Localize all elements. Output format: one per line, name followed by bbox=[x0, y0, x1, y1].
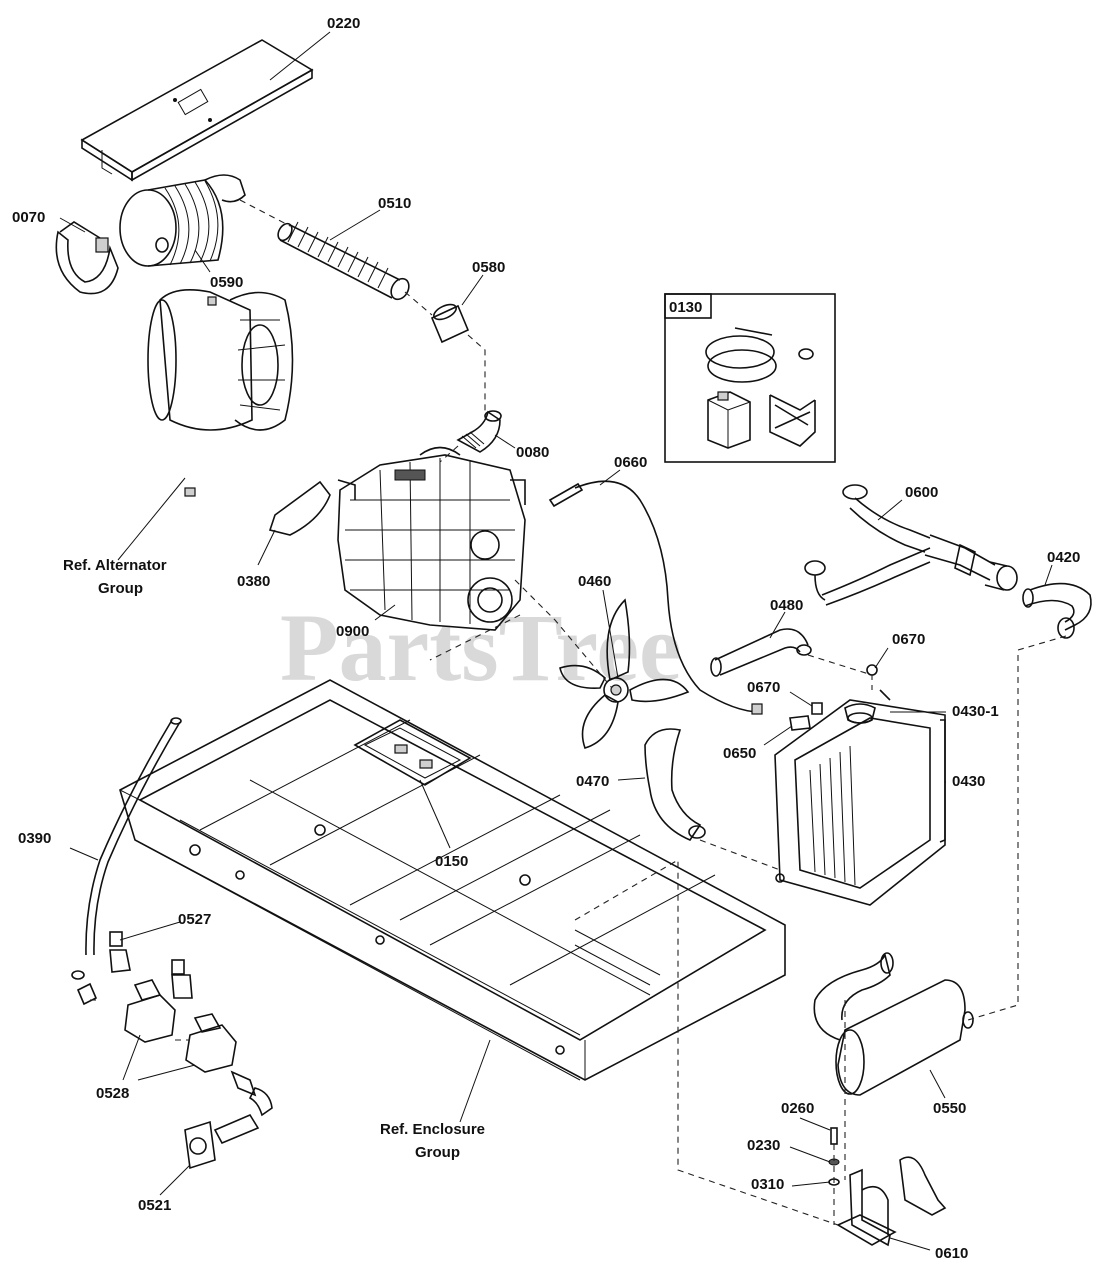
label-0610: 0610 bbox=[935, 1245, 968, 1262]
label-0670-lower: 0670 bbox=[747, 679, 780, 696]
label-0430-1: 0430-1 bbox=[952, 703, 999, 720]
label-0521: 0521 bbox=[138, 1197, 171, 1214]
label-0590: 0590 bbox=[210, 274, 243, 291]
label-0220: 0220 bbox=[327, 15, 360, 32]
label-0380: 0380 bbox=[237, 573, 270, 590]
label-0470: 0470 bbox=[576, 773, 609, 790]
part-0580-coupling[interactable] bbox=[430, 301, 470, 344]
part-0470-hose[interactable] bbox=[644, 728, 706, 841]
label-0670-upper: 0670 bbox=[892, 631, 925, 648]
label-0550: 0550 bbox=[933, 1100, 966, 1117]
inset-0130-kit[interactable]: 0130 bbox=[664, 293, 836, 463]
part-0600-hose-assembly[interactable] bbox=[804, 484, 1018, 606]
label-0510: 0510 bbox=[378, 195, 411, 212]
label-0080: 0080 bbox=[516, 444, 549, 461]
label-ref-alternator-line2: Group bbox=[98, 580, 143, 597]
part-0528-solenoid-valves[interactable] bbox=[124, 979, 273, 1117]
ref-alternator-group-shape[interactable] bbox=[147, 289, 294, 497]
part-0510-flex-hose[interactable] bbox=[275, 221, 412, 302]
label-0420: 0420 bbox=[1047, 549, 1080, 566]
part-0420-hose[interactable] bbox=[1022, 582, 1092, 639]
label-0600: 0600 bbox=[905, 484, 938, 501]
label-0070: 0070 bbox=[12, 209, 45, 226]
part-0900-engine[interactable] bbox=[337, 446, 526, 631]
label-ref-enclosure-line2: Group bbox=[415, 1144, 460, 1161]
label-0430: 0430 bbox=[952, 773, 985, 790]
part-0070-clamp[interactable] bbox=[55, 221, 119, 295]
inset-box-label: 0130 bbox=[669, 299, 702, 316]
label-0528: 0528 bbox=[96, 1085, 129, 1102]
label-0900: 0900 bbox=[336, 623, 369, 640]
watermark: PartsTree bbox=[280, 594, 682, 701]
part-0660-wire[interactable] bbox=[548, 480, 763, 715]
dashed-connection-lines bbox=[90, 199, 1067, 1226]
label-0310: 0310 bbox=[751, 1176, 784, 1193]
label-0150: 0150 bbox=[435, 853, 468, 870]
part-0610-brackets[interactable] bbox=[836, 1156, 947, 1247]
label-0580: 0580 bbox=[472, 259, 505, 276]
part-0080-elbow[interactable] bbox=[456, 410, 502, 453]
part-0521-fitting[interactable] bbox=[184, 1113, 260, 1170]
label-0650: 0650 bbox=[723, 745, 756, 762]
part-0220-cover-plate[interactable] bbox=[80, 39, 314, 182]
label-0390: 0390 bbox=[18, 830, 51, 847]
label-0230: 0230 bbox=[747, 1137, 780, 1154]
part-0380-plate[interactable] bbox=[268, 480, 331, 536]
part-0590-air-cleaner[interactable] bbox=[119, 174, 246, 267]
leader-lines bbox=[59, 31, 1053, 1251]
label-0480: 0480 bbox=[770, 597, 803, 614]
label-0260: 0260 bbox=[781, 1100, 814, 1117]
label-ref-alternator-line1: Ref. Alternator bbox=[63, 557, 167, 574]
ref-enclosure-group-frame[interactable] bbox=[119, 679, 786, 1081]
label-0660: 0660 bbox=[614, 454, 647, 471]
part-0460-fan[interactable] bbox=[559, 598, 690, 749]
part-0430-radiator[interactable] bbox=[774, 689, 946, 906]
part-0527-fittings[interactable] bbox=[71, 931, 193, 1006]
label-0527: 0527 bbox=[178, 911, 211, 928]
part-0390-hose[interactable] bbox=[85, 717, 182, 956]
label-0460: 0460 bbox=[578, 573, 611, 590]
part-0480-hose[interactable] bbox=[710, 628, 812, 677]
label-ref-enclosure-line1: Ref. Enclosure bbox=[380, 1121, 485, 1138]
part-0550-muffler[interactable] bbox=[813, 952, 974, 1096]
part-0670-fittings[interactable] bbox=[789, 664, 878, 731]
